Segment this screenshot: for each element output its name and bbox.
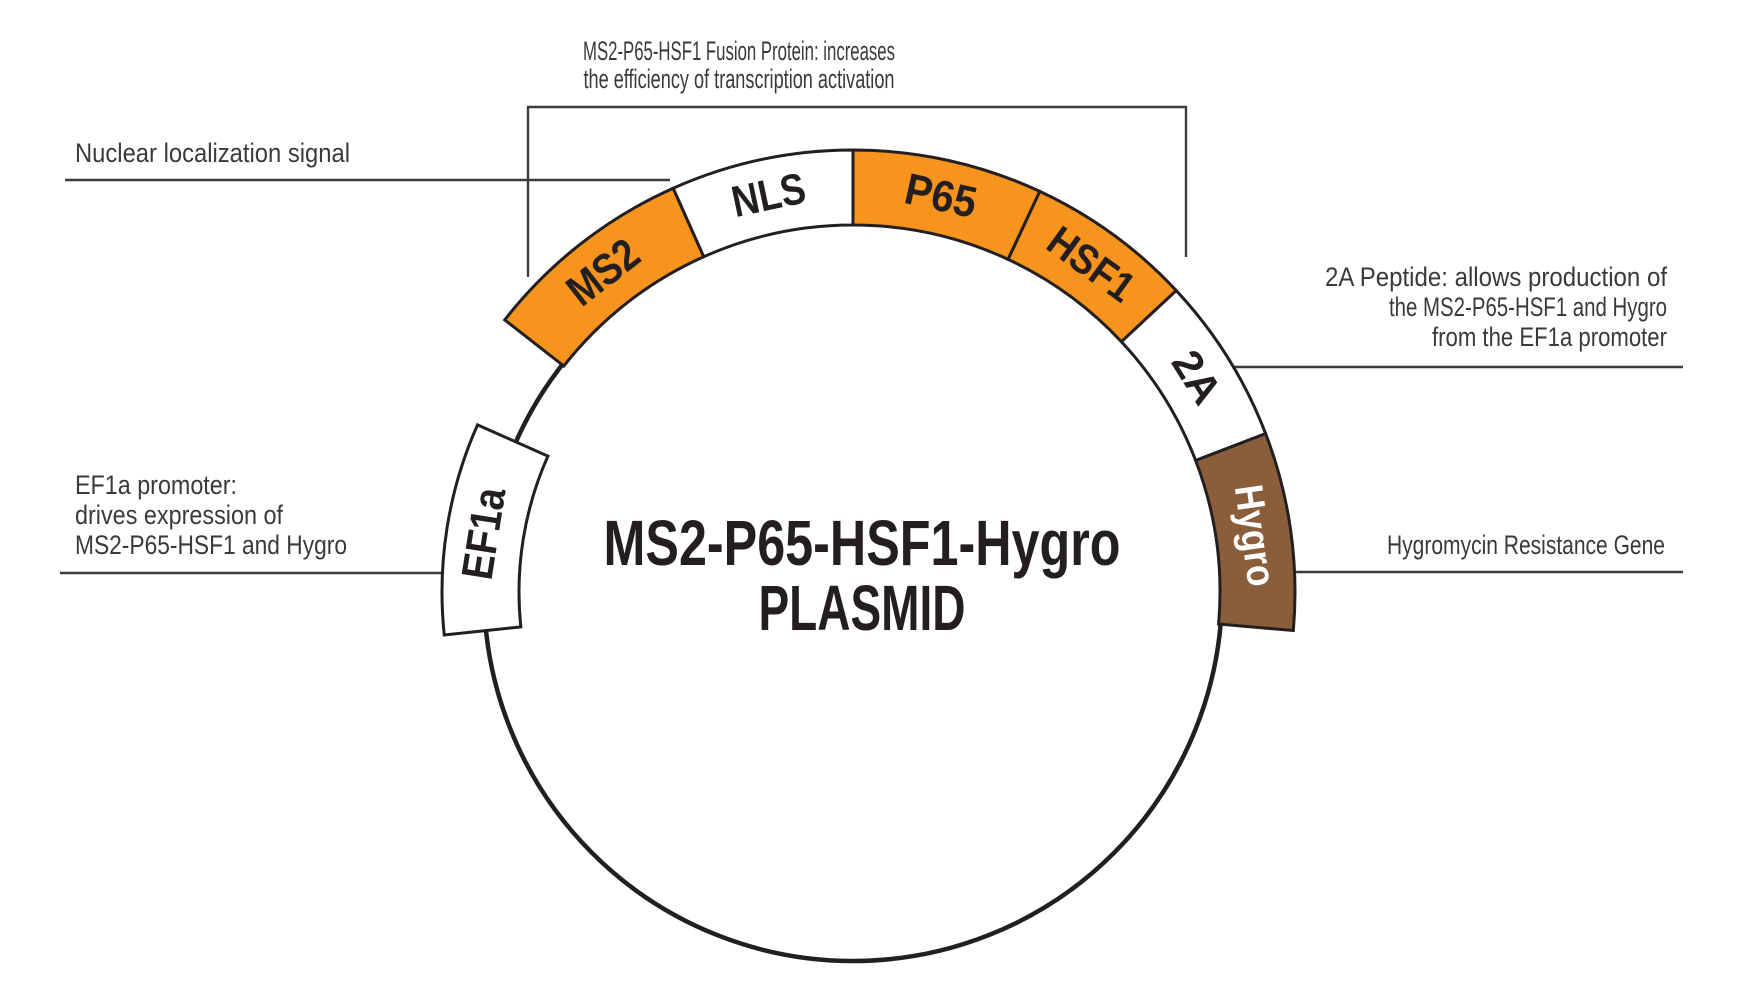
annotation-ef1a_promoter-line2: drives expression of <box>75 500 283 530</box>
annotation-peptide2a-line3: from the EF1a promoter <box>1432 322 1667 352</box>
plasmid-title: MS2-P65-HSF1-Hygro PLASMID <box>604 507 1121 644</box>
annotation-nls-line1: Nuclear localization signal <box>75 138 350 168</box>
annotation-peptide2a-line1: 2A Peptide: allows production of <box>1325 262 1667 292</box>
annotation-ef1a_promoter-line3: MS2-P65-HSF1 and Hygro <box>75 530 347 560</box>
segment-hygro <box>1193 431 1297 633</box>
annotations-layer: MS2-P65-HSF1 Fusion Protein: increasesth… <box>75 36 1667 560</box>
annotation-hygromycin-line1: Hygromycin Resistance Gene <box>1387 530 1665 560</box>
segment-ef1a <box>440 422 550 637</box>
annotation-fusion-line2: the efficiency of transcription activati… <box>584 64 895 94</box>
plasmid-title-line1: MS2-P65-HSF1-Hygro <box>604 507 1121 579</box>
pointer-lines-layer <box>60 105 1683 575</box>
plasmid-title-line2: PLASMID <box>759 572 966 644</box>
fusion-protein-bracket <box>526 105 1188 277</box>
annotation-peptide2a-line2: the MS2-P65-HSF1 and Hygro <box>1389 292 1667 322</box>
annotation-ef1a_promoter-line1: EF1a promoter: <box>75 470 237 500</box>
gene-segments-layer <box>440 148 1297 637</box>
annotation-fusion-line1: MS2-P65-HSF1 Fusion Protein: increases <box>583 36 895 66</box>
